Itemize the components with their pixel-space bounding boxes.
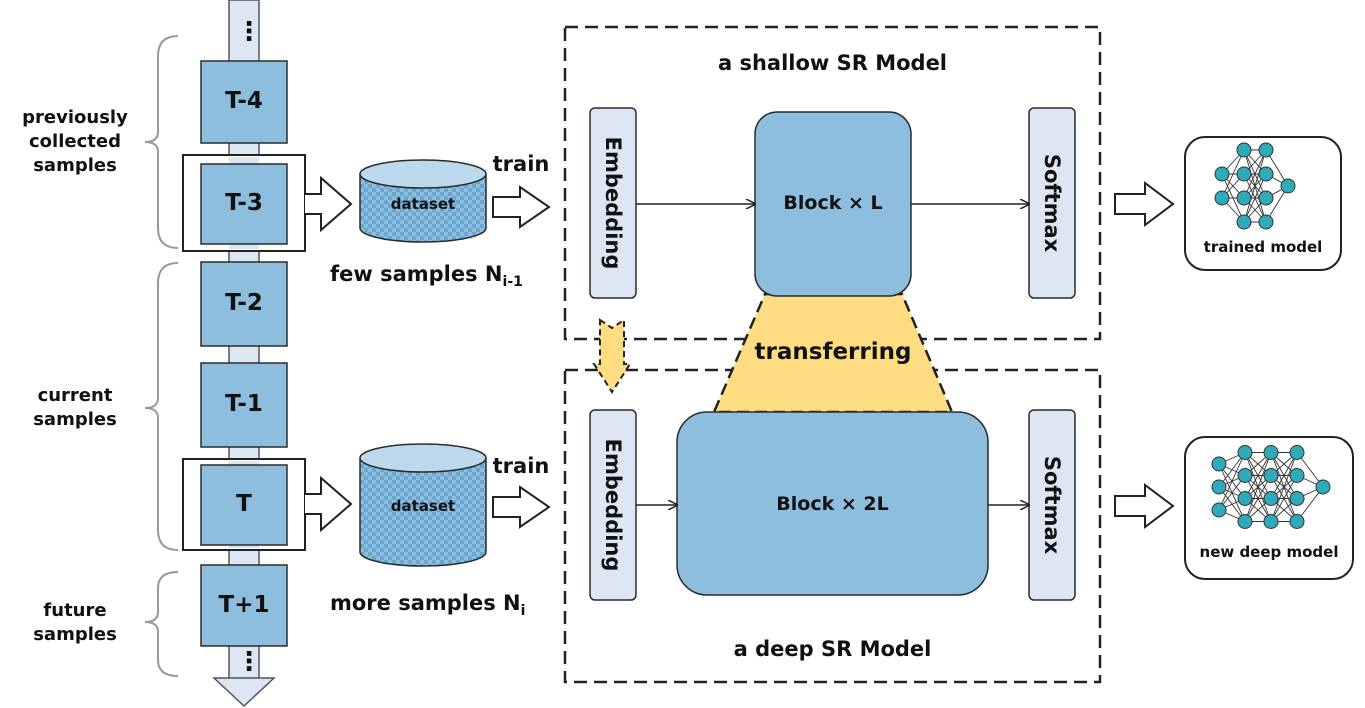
network-edge — [1243, 149, 1267, 223]
dataset-caption-bottom: more samples Ni — [330, 591, 526, 620]
network-edge — [1243, 173, 1267, 223]
dataset-cylinder-bottom — [359, 443, 487, 567]
network-edge — [1270, 452, 1298, 522]
network-node — [1258, 214, 1274, 230]
shallow-softmax-label: Softmax — [1040, 153, 1064, 253]
bracket-label-previous: previously collected samples — [22, 107, 128, 176]
network-node — [1237, 445, 1253, 460]
new-deep-model-card — [1184, 436, 1354, 580]
shallow-embedding-label: Embedding — [601, 136, 625, 270]
network-node — [1211, 479, 1227, 495]
network-node — [1237, 468, 1253, 483]
network-node — [1280, 178, 1296, 194]
deep-block-label: Block × 2L — [776, 493, 889, 515]
network-node — [1263, 514, 1279, 529]
network-node — [1263, 445, 1279, 460]
network-node — [1236, 190, 1252, 206]
network-edge — [1244, 452, 1272, 499]
block-arrow-to-dataset-bottom — [305, 475, 353, 533]
deep-softmax-label: Softmax — [1040, 455, 1064, 555]
trained-model-label: trained model — [1203, 238, 1323, 256]
time-label-t3: T-3 — [225, 190, 263, 216]
dataset-caption-top: few samples Ni-1 — [330, 262, 523, 291]
network-edge — [1270, 475, 1298, 522]
embedding-transfer-arrow — [592, 318, 632, 394]
trained-model-network-icon — [1214, 142, 1296, 230]
time-label-t+1: T+1 — [218, 592, 270, 618]
network-node — [1289, 514, 1305, 529]
train-arrow-top — [492, 185, 551, 229]
time-block-t4 — [200, 60, 288, 144]
network-node — [1237, 514, 1253, 529]
time-label-t1: T-1 — [225, 391, 263, 417]
shallow-model-frame — [563, 25, 1102, 341]
bracket-label-future: future samples — [33, 600, 117, 645]
network-edge — [1221, 149, 1245, 199]
network-edge — [1218, 452, 1246, 511]
time-block-t+1 — [200, 564, 288, 647]
output-arrow-top — [1114, 181, 1175, 227]
block-arrow-to-dataset-top — [305, 175, 353, 233]
train-label-top: train — [492, 152, 550, 176]
dataset-label-bottom: dataset — [390, 497, 456, 515]
bracket-future — [144, 571, 179, 677]
network-node — [1315, 479, 1331, 495]
network-edge — [1244, 475, 1272, 522]
bracket-previous — [144, 35, 179, 249]
output-arrow-bottom — [1114, 483, 1175, 529]
network-node — [1263, 468, 1279, 483]
deep-embedding-label: Embedding — [601, 438, 625, 572]
network-node — [1289, 491, 1305, 506]
network-node — [1258, 190, 1274, 206]
network-node — [1263, 491, 1279, 506]
network-node — [1289, 468, 1305, 483]
time-label-t4: T-4 — [225, 88, 263, 114]
network-edge — [1270, 452, 1298, 499]
deep-model-title: a deep SR Model — [733, 637, 932, 661]
timeline-down-arrow — [212, 677, 276, 708]
network-node — [1211, 456, 1227, 472]
dataset-cylinder-top — [359, 159, 487, 243]
dataset-label-top: dataset — [390, 195, 456, 213]
network-node — [1214, 190, 1230, 206]
timeline-ellipsis-top: ⋮ — [236, 17, 262, 47]
time-label-t: T — [236, 491, 252, 517]
network-node — [1258, 166, 1274, 182]
network-edge — [1244, 452, 1272, 522]
bracket-current — [144, 262, 179, 551]
bracket-label-current: current samples — [33, 385, 117, 430]
network-node — [1236, 214, 1252, 230]
network-node — [1258, 142, 1274, 158]
new-deep-model-network-icon — [1211, 445, 1331, 529]
time-block-t3 — [200, 163, 288, 245]
time-block-t — [200, 464, 288, 546]
shallow-model-title: a shallow SR Model — [717, 51, 948, 75]
shallow-embedding-module — [589, 107, 637, 299]
timeline-ellipsis-bottom: ⋮ — [236, 647, 262, 677]
new-deep-model-label: new deep model — [1199, 543, 1339, 561]
network-node — [1214, 166, 1230, 182]
time-label-t2: T-2 — [225, 290, 263, 316]
network-node — [1236, 142, 1252, 158]
shallow-block-label: Block × L — [783, 192, 883, 214]
network-node — [1237, 491, 1253, 506]
network-node — [1211, 502, 1227, 518]
transfer-label: transferring — [754, 339, 912, 365]
time-block-t1 — [200, 362, 288, 448]
train-arrow-bottom — [492, 485, 551, 529]
time-block-t2 — [200, 261, 288, 347]
network-node — [1289, 445, 1305, 460]
train-label-bottom: train — [492, 454, 550, 478]
network-edge — [1243, 149, 1267, 199]
network-node — [1236, 166, 1252, 182]
